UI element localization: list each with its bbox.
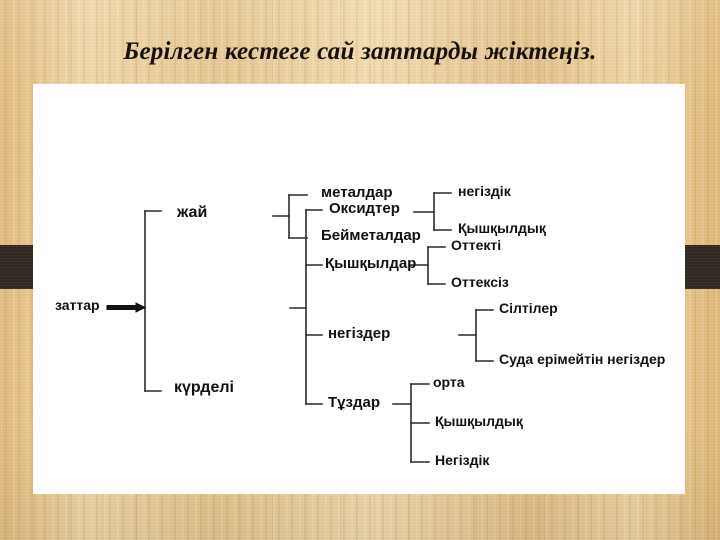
decorative-band-left bbox=[0, 245, 35, 289]
diagram-panel: заттар жай күрделі металдар Бейметалдар … bbox=[33, 84, 685, 494]
decorative-band-right bbox=[684, 245, 720, 289]
node-metals: металдар bbox=[321, 184, 393, 201]
node-base-alkali: Сілтілер bbox=[499, 300, 558, 316]
node-oxides: Оксидтер bbox=[329, 200, 400, 217]
root-arrow bbox=[106, 302, 147, 313]
node-acids: Қышқылдар bbox=[325, 255, 417, 272]
node-simple: жай bbox=[177, 204, 208, 221]
node-complex: күрделі bbox=[174, 379, 234, 396]
node-nonmetals: Бейметалдар bbox=[321, 227, 421, 244]
node-acid-anoxic: Оттексіз bbox=[451, 274, 509, 290]
node-salts: Тұздар bbox=[328, 394, 380, 411]
node-oxide-basic: негіздік bbox=[458, 183, 511, 199]
diagram-connectors bbox=[33, 84, 685, 494]
node-oxide-acidic: Қышқылдық bbox=[458, 220, 546, 236]
node-salt-basic: Негіздік bbox=[435, 452, 490, 468]
slide-title: Берілген кестеге сай заттарды жіктеңіз. bbox=[123, 38, 597, 65]
node-salt-neutral: орта bbox=[433, 374, 465, 390]
node-root: заттар bbox=[55, 297, 100, 313]
node-bases: негіздер bbox=[328, 325, 391, 342]
node-base-insoluble: Суда ерімейтін негіздер bbox=[499, 351, 666, 367]
node-salt-acidic: Қышқылдық bbox=[435, 413, 523, 429]
node-acid-oxygenic: Оттекті bbox=[451, 237, 502, 253]
